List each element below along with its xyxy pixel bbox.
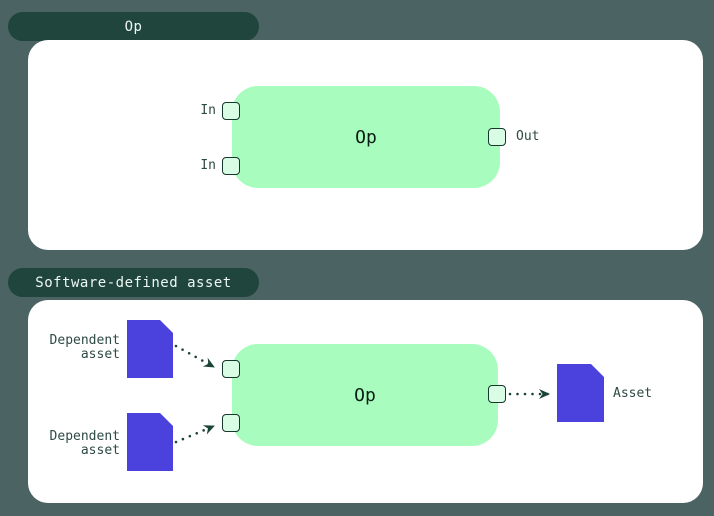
output-label: Out bbox=[516, 129, 540, 144]
input-handle bbox=[222, 414, 240, 432]
asset-icon bbox=[557, 364, 604, 422]
input-label: In bbox=[200, 103, 216, 118]
output-handle bbox=[488, 128, 506, 146]
op-section-tab-label: Op bbox=[124, 18, 143, 35]
sda-section-tab: Software-defined asset bbox=[8, 268, 259, 297]
sda-section-tab-label: Software-defined asset bbox=[35, 274, 232, 291]
asset-label: Asset bbox=[613, 386, 653, 401]
op-node-label: Op bbox=[355, 126, 377, 148]
sda-op-node: Op bbox=[232, 344, 498, 446]
input-handle bbox=[222, 157, 240, 175]
dependent-asset-icon bbox=[127, 413, 173, 471]
op-node: Op bbox=[232, 86, 500, 188]
input-handle bbox=[222, 102, 240, 120]
output-handle bbox=[488, 385, 506, 403]
input-label: In bbox=[200, 158, 216, 173]
dependent-asset-icon bbox=[127, 320, 173, 378]
sda-op-node-label: Op bbox=[354, 384, 376, 406]
dependent-asset-label: Dependent asset bbox=[49, 429, 120, 458]
op-section-tab: Op bbox=[8, 12, 259, 41]
dependent-asset-label: Dependent asset bbox=[49, 333, 120, 362]
input-handle bbox=[222, 360, 240, 378]
